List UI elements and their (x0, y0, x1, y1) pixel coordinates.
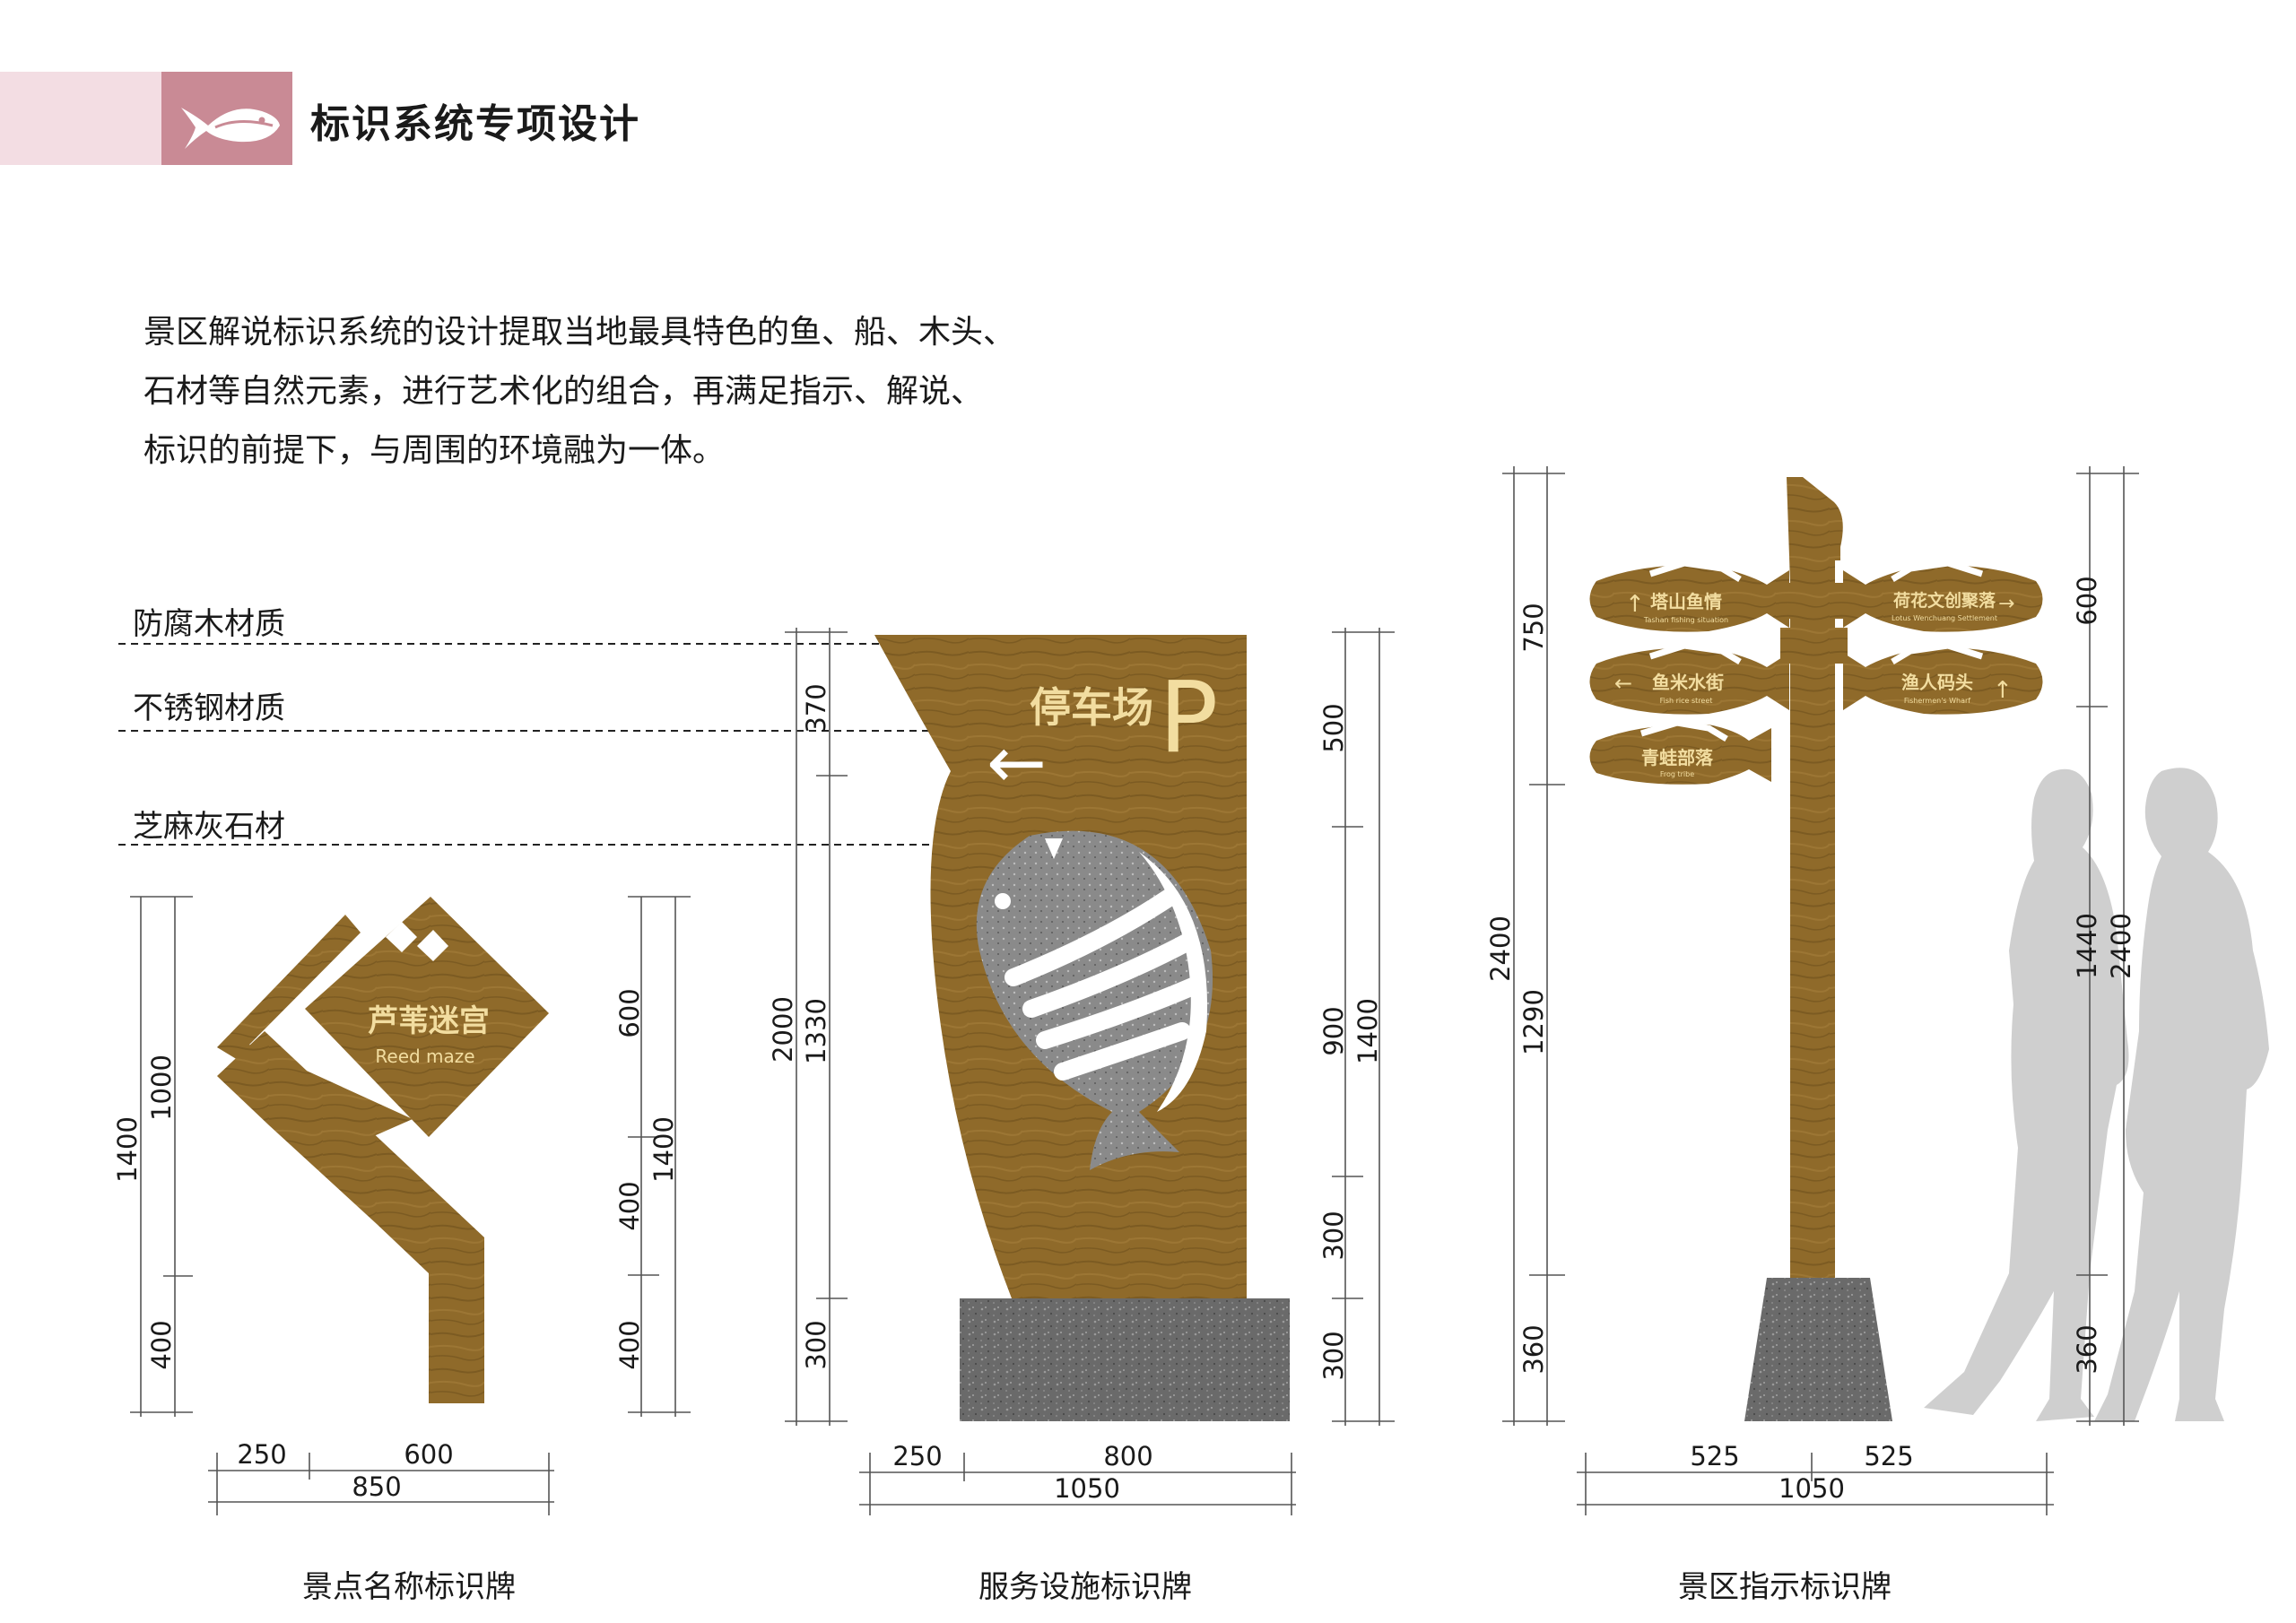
dim-label: 525 (1690, 1441, 1739, 1471)
name-sign-frame (217, 915, 413, 1139)
header-band (0, 72, 161, 165)
direction-sign-pole (1780, 477, 1848, 1278)
direction-board: ↑ 塔山鱼情 Tashan fishing situation (1589, 560, 1789, 632)
board-en: Lotus Wenchuang Settlement (1892, 614, 1997, 622)
direction-sign-base (1744, 1278, 1892, 1421)
dim-label: 300 (801, 1320, 831, 1369)
dim-label: 800 (1103, 1441, 1152, 1471)
parking-text: 停车场 (1030, 683, 1153, 732)
fish-logo-icon (181, 108, 280, 149)
caption-service-sign: 服务设施标识牌 (978, 1569, 1192, 1605)
dim-label: 400 (614, 1181, 645, 1230)
board-cn: 鱼米水街 (1652, 672, 1724, 693)
name-sign-panel (305, 897, 549, 1137)
intro-line: 标识的前提下，与周围的环境融为一体。 (144, 432, 726, 469)
name-sign-dimensions: 1400 1000 400 600 400 400 1400 250 600 8… (112, 896, 691, 1515)
dim-label: 250 (892, 1441, 942, 1471)
dim-label: 370 (801, 683, 831, 733)
dim-label: 400 (146, 1320, 177, 1369)
board-dir: → (1998, 593, 2014, 615)
name-sign-cn: 芦苇迷宫 (368, 1003, 490, 1039)
name-sign: 芦苇迷宫 Reed maze (217, 897, 549, 1403)
dim-label: 1290 (1518, 989, 1549, 1055)
dim-label: 400 (614, 1320, 645, 1369)
direction-board: 渔人码头 Fishermen's Wharf ↑ (1843, 642, 2043, 715)
human-silhouettes (1924, 768, 2269, 1421)
board-en: Fish rice street (1660, 697, 1713, 705)
fish-panel (976, 830, 1213, 1170)
dim-label: 900 (1318, 1006, 1349, 1055)
intro-text: 景区解说标识系统的设计提取当地最具特色的鱼、船、木头、 石材等自然元素，进行艺术… (144, 303, 1130, 481)
board-cn: 渔人码头 (1901, 672, 1973, 693)
direction-sign-dimensions: 2400 750 1290 360 600 1440 360 2400 525 … (1485, 466, 2139, 1515)
dim-label: 1400 (112, 1116, 143, 1183)
parking-letter: P (1159, 660, 1218, 775)
dim-label: 600 (404, 1439, 453, 1470)
dim-label: 1000 (146, 1055, 177, 1121)
dim-label: 525 (1864, 1441, 1913, 1471)
board-cn: 荷花文创聚落 (1893, 590, 1996, 611)
material-steel-label: 不锈钢材质 (133, 690, 285, 726)
board-cn: 青蛙部落 (1641, 747, 1714, 768)
caption-direction-sign: 景区指示标识牌 (1678, 1569, 1892, 1605)
service-sign-base (960, 1298, 1290, 1421)
direction-board: 荷花文创聚落 Lotus Wenchuang Settlement → (1843, 560, 2043, 632)
dim-label: 300 (1318, 1331, 1349, 1380)
intro-line: 景区解说标识系统的设计提取当地最具特色的鱼、船、木头、 (144, 314, 1016, 351)
dim-label: 360 (1518, 1324, 1549, 1374)
caption-name-sign: 景点名称标识牌 (302, 1569, 516, 1605)
dim-label: 1440 (2072, 913, 2102, 979)
service-sign: 停车场 P ← (874, 635, 1290, 1421)
dim-label: 500 (1318, 703, 1349, 752)
dim-label: 750 (1518, 603, 1549, 652)
board-en: Frog tribe (1660, 770, 1694, 778)
board-en: Tashan fishing situation (1643, 616, 1728, 624)
name-sign-post (217, 1031, 484, 1403)
dim-label: 250 (237, 1439, 286, 1470)
intro-line: 石材等自然元素，进行艺术化的组合，再满足指示、解说、 (144, 373, 984, 410)
dim-label: 2400 (1485, 916, 1516, 982)
dim-label: 1050 (1779, 1473, 1845, 1504)
dim-label: 600 (2072, 576, 2102, 625)
direction-sign: ↑ 塔山鱼情 Tashan fishing situation ← 鱼米水街 F… (1589, 477, 2043, 1421)
direction-board: 青蛙部落 Frog tribe (1589, 719, 1771, 785)
service-sign-dimensions: 2000 370 1330 300 500 900 300 300 1400 2… (768, 628, 1395, 1515)
board-dir: ← (1614, 671, 1632, 696)
dim-label: 360 (2072, 1324, 2102, 1374)
dim-label: 1400 (1352, 998, 1383, 1064)
board-en: Fishermen's Wharf (1904, 697, 1970, 705)
material-wood-label: 防腐木材质 (133, 606, 285, 642)
dim-label: 2400 (2106, 913, 2136, 979)
board-dir: ↑ (1993, 677, 2013, 704)
header-logo (161, 72, 292, 165)
dim-label: 1400 (648, 1116, 679, 1183)
direction-board: ← 鱼米水街 Fish rice street (1589, 642, 1789, 715)
dim-label: 1330 (801, 998, 831, 1064)
dim-label: 300 (1318, 1211, 1349, 1260)
board-cn: 塔山鱼情 (1650, 591, 1722, 612)
board-dir: ↑ (1625, 591, 1645, 618)
page-title: 标识系统专项设计 (310, 101, 640, 147)
dim-label: 1050 (1054, 1473, 1120, 1504)
material-stone-label: 芝麻灰石材 (133, 809, 285, 845)
dim-label: 2000 (768, 996, 798, 1063)
dim-label: 600 (614, 988, 645, 1037)
name-sign-en: Reed maze (375, 1046, 474, 1067)
parking-arrow: ← (987, 721, 1047, 804)
dim-label: 850 (352, 1471, 401, 1502)
